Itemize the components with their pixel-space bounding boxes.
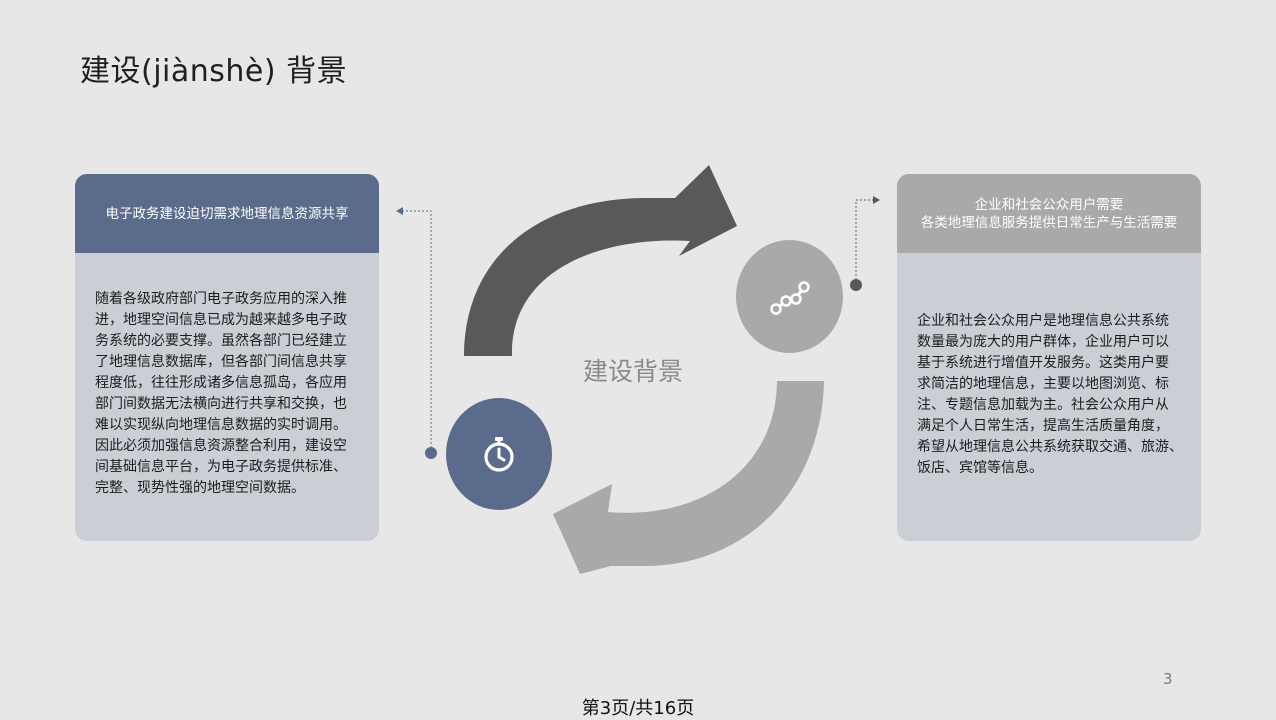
right-connector-dot [850,279,862,291]
slide-number: 3 [1163,670,1173,688]
enterprise-card-line: 注、专题信息加载为主。社会公众用户从 [917,397,1169,413]
government-card-line: 务系统的必要支撑。虽然各部门已经建立 [95,333,347,349]
page-footer: 第3页/共16页 [581,698,695,719]
government-card: 电子政务建设迫切需求地理信息资源共享 随着各级政府部门电子政务应用的深入推 进，… [75,174,379,541]
government-card-heading: 电子政务建设迫切需求地理信息资源共享 [75,174,379,253]
enterprise-card-line: 数量最为庞大的用户群体，企业用户可以 [917,334,1169,350]
government-card-line: 完整、现势性强的地理空间数据。 [95,480,305,496]
government-card-line: 随着各级政府部门电子政务应用的深入推 [95,291,347,307]
government-card-body: 随着各级政府部门电子政务应用的深入推 进，地理空间信息已成为越来越多电子政 务系… [75,253,379,499]
enterprise-card-line: 饭店、宾馆等信息。 [917,460,1043,476]
enterprise-card-line: 求简洁的地理信息，主要以地图浏览、标 [917,376,1169,392]
left-connector-arrowhead [396,207,403,215]
government-card-line: 部门间数据无法横向进行共享和交换，也 [95,396,347,412]
left-connector-dot [425,447,437,459]
left-connector-line [402,210,432,452]
light-cycle-arrow [553,381,824,574]
page-title: 建设(jiànshè) 背景 [80,54,348,89]
enterprise-card: 企业和社会公众用户需要 各类地理信息服务提供日常生产与生活需要 企业和社会公众用… [897,174,1201,541]
center-label: 建设背景 [583,357,684,386]
government-card-line: 因此必须加强信息资源整合利用，建设空 [95,438,347,454]
enterprise-card-line: 基于系统进行增值开发服务。这类用户要 [917,355,1169,371]
connected-nodes-icon [769,280,810,315]
stopwatch-icon [484,437,514,472]
enterprise-card-line: 满足个人日常生活，提高生活质量角度， [917,418,1169,434]
government-card-line: 难以实现纵向地理信息数据的实时调用。 [95,417,347,433]
enterprise-card-heading-line: 各类地理信息服务提供日常生产与生活需要 [920,214,1178,231]
government-card-line: 间基础信息平台，为电子政务提供标准、 [95,459,347,475]
government-card-line: 进，地理空间信息已成为越来越多电子政 [95,312,347,328]
right-connector-arrowhead [873,196,880,204]
timer-circle [446,398,552,510]
enterprise-card-heading: 企业和社会公众用户需要 各类地理信息服务提供日常生产与生活需要 [897,174,1201,253]
dark-cycle-arrow [464,165,737,356]
enterprise-card-heading-line: 企业和社会公众用户需要 [974,196,1124,213]
enterprise-card-line: 希望从地理信息公共系统获取交通、旅游、 [917,439,1183,455]
government-card-line: 了地理信息数据库，但各部门间信息共享 [95,354,347,370]
nodes-circle [736,240,843,353]
enterprise-card-body: 企业和社会公众用户是地理信息公共系统 数量最为庞大的用户群体，企业用户可以 基于… [897,253,1201,479]
government-card-line: 程度低，往往形成诸多信息孤岛，各应用 [95,375,347,391]
enterprise-card-line: 企业和社会公众用户是地理信息公共系统 [917,313,1169,329]
right-connector-line [855,199,874,284]
